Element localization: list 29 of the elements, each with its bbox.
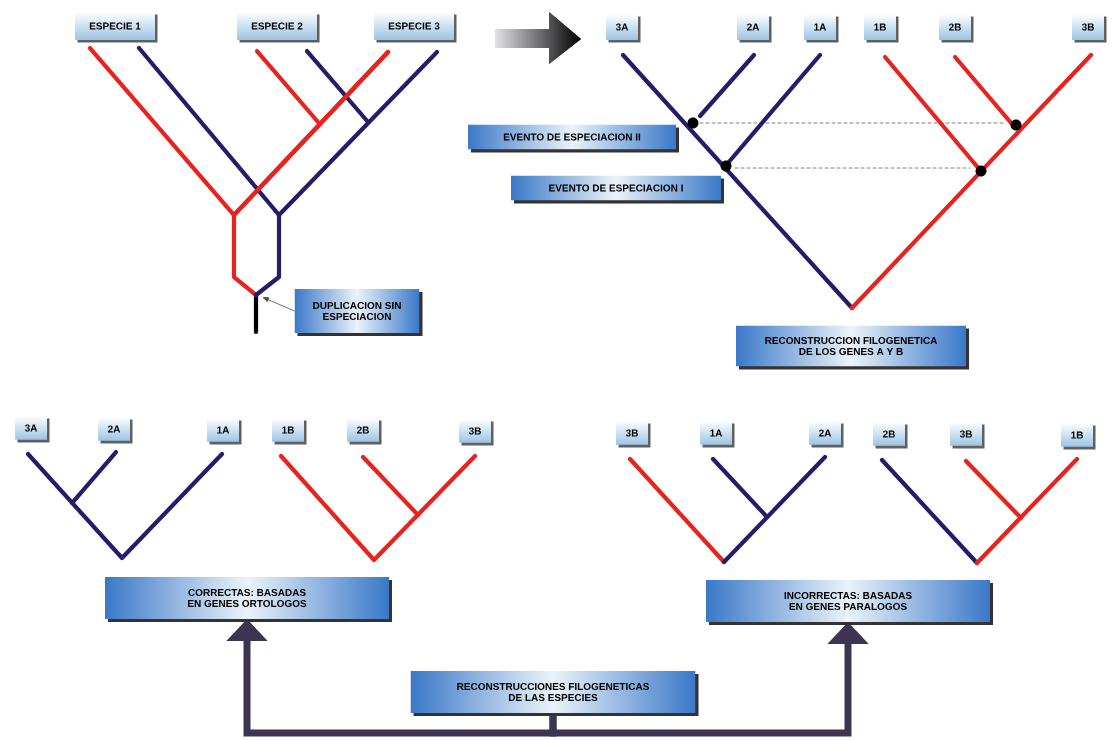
label-tag: 1A xyxy=(700,421,735,448)
label-tag: 2A xyxy=(737,14,772,43)
label-tag: 2A xyxy=(98,417,133,444)
leader-arrow xyxy=(262,297,295,312)
label-tag: ESPECIE 3 xyxy=(374,12,457,43)
label-tag: 3B xyxy=(459,419,494,446)
label-tag: 3B xyxy=(616,421,651,448)
label-banner: RECONSTRUCCION FILOGENETICA DE LOS GENES A Y B xyxy=(736,325,969,370)
label-banner: EVENTO DE ESPECIACION II xyxy=(468,124,679,153)
label-tag: 2B xyxy=(873,422,908,449)
label-tag: ESPECIE 2 xyxy=(237,12,320,43)
label-banner: DUPLICACION SIN ESPECIACION xyxy=(294,289,423,336)
label-tag: 1B xyxy=(272,418,307,445)
label-tag: 2A xyxy=(809,421,844,448)
label-banner: INCORRECTAS: BASADAS EN GENES PARALOGOS xyxy=(706,580,993,625)
label-tag: 1B xyxy=(1061,423,1096,450)
label-tag: 3B xyxy=(1072,14,1107,43)
label-tag: 2B xyxy=(347,418,382,445)
label-tag: 1A xyxy=(207,418,242,445)
label-tag: ESPECIE 1 xyxy=(75,12,158,43)
label-banner: RECONSTRUCCIONES FILOGENETICAS DE LAS ESPECIES xyxy=(410,671,699,716)
label-tag: 1A xyxy=(804,14,839,43)
label-tag: 3A xyxy=(15,416,50,443)
label-tag: 1B xyxy=(864,14,899,43)
label-tag: 3B xyxy=(950,422,985,449)
label-banner: CORRECTAS: BASADAS EN GENES ORTOLOGOS xyxy=(105,577,392,622)
label-banner: EVENTO DE ESPECIACION I xyxy=(511,175,724,204)
label-tag: 3A xyxy=(606,14,641,43)
label-tag: 2B xyxy=(939,14,974,43)
